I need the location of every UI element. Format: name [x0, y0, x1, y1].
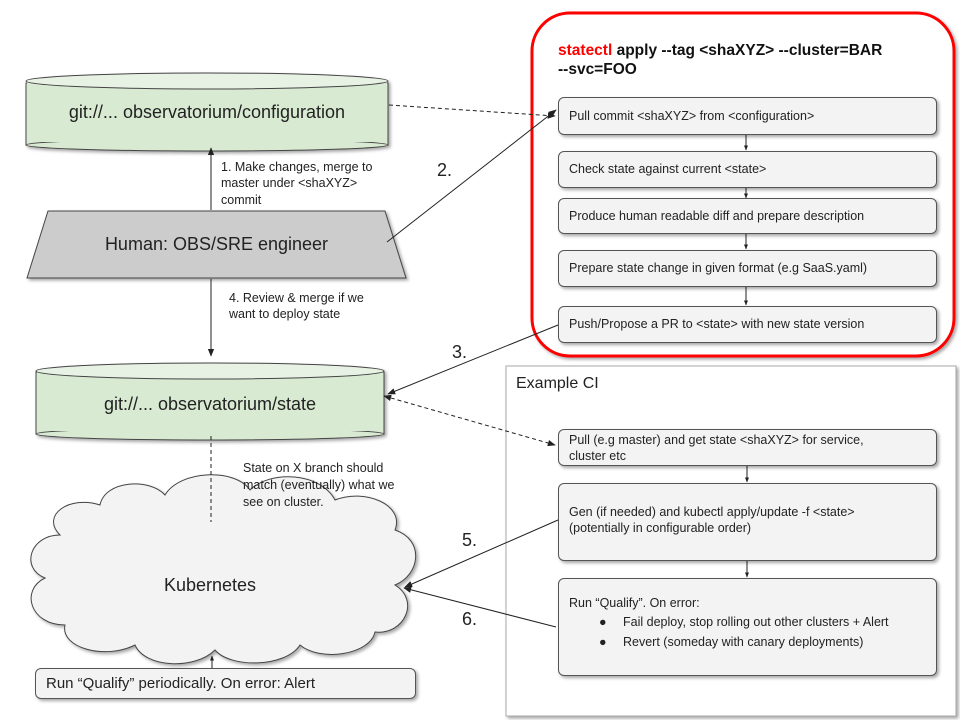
periodic-qualify-box: Run “Qualify” periodically. On error: Al… [35, 668, 416, 699]
state-repo-label: git://... observatorium/state [103, 394, 317, 414]
ci-gen-apply-step: Gen (if needed) and kubectl apply/update… [558, 483, 937, 561]
step-produce-diff: Produce human readable diff and prepare … [558, 198, 937, 234]
step-number-5: 5. [462, 530, 478, 550]
step-pull-commit: Pull commit <shaXYZ> from <configuration… [558, 97, 937, 135]
command-args-line2: --svc=FOO [558, 61, 637, 79]
step-number-6: 6. [462, 609, 478, 629]
qualify-bullet-1: ●Fail deploy, stop rolling out other clu… [599, 615, 889, 630]
command-args-line1: apply --tag <shaXYZ> --cluster=BAR [612, 42, 883, 59]
note-make-changes: 1. Make changes, merge to master under <… [221, 160, 373, 207]
qualify-bullet-2: ●Revert (someday with canary deployments… [599, 634, 864, 649]
configuration-repo-label: git://... observatorium/configuration [68, 102, 346, 122]
ci-title: Example CI [516, 375, 599, 392]
step-number-2: 2. [437, 160, 453, 180]
step-prepare-state: Prepare state change in given format (e.… [558, 250, 937, 287]
ci-pull-step: Pull (e.g master) and get state <shaXYZ>… [558, 429, 937, 466]
statectl-command: statectl apply --tag <shaXYZ> --cluster=… [558, 41, 938, 80]
statectl-keyword: statectl [558, 42, 613, 59]
kubernetes-cloud [30, 474, 417, 665]
note-state-match: State on X branch should match (eventual… [243, 461, 395, 509]
step-check-state: Check state against current <state> [558, 151, 937, 188]
state-repo-cylinder [35, 362, 385, 441]
step-push-pr: Push/Propose a PR to <state> with new st… [558, 306, 937, 343]
human-trapezoid [26, 210, 407, 279]
configuration-repo-cylinder [25, 72, 389, 152]
ci-qualify-step: Run “Qualify”. On error: ●Fail deploy, s… [558, 578, 937, 676]
human-label: Human: OBS/SRE engineer [104, 234, 329, 254]
step-number-3: 3. [452, 342, 468, 362]
note-review: 4. Review & merge if we want to deploy s… [229, 291, 364, 322]
kubernetes-label: Kubernetes [163, 575, 257, 595]
